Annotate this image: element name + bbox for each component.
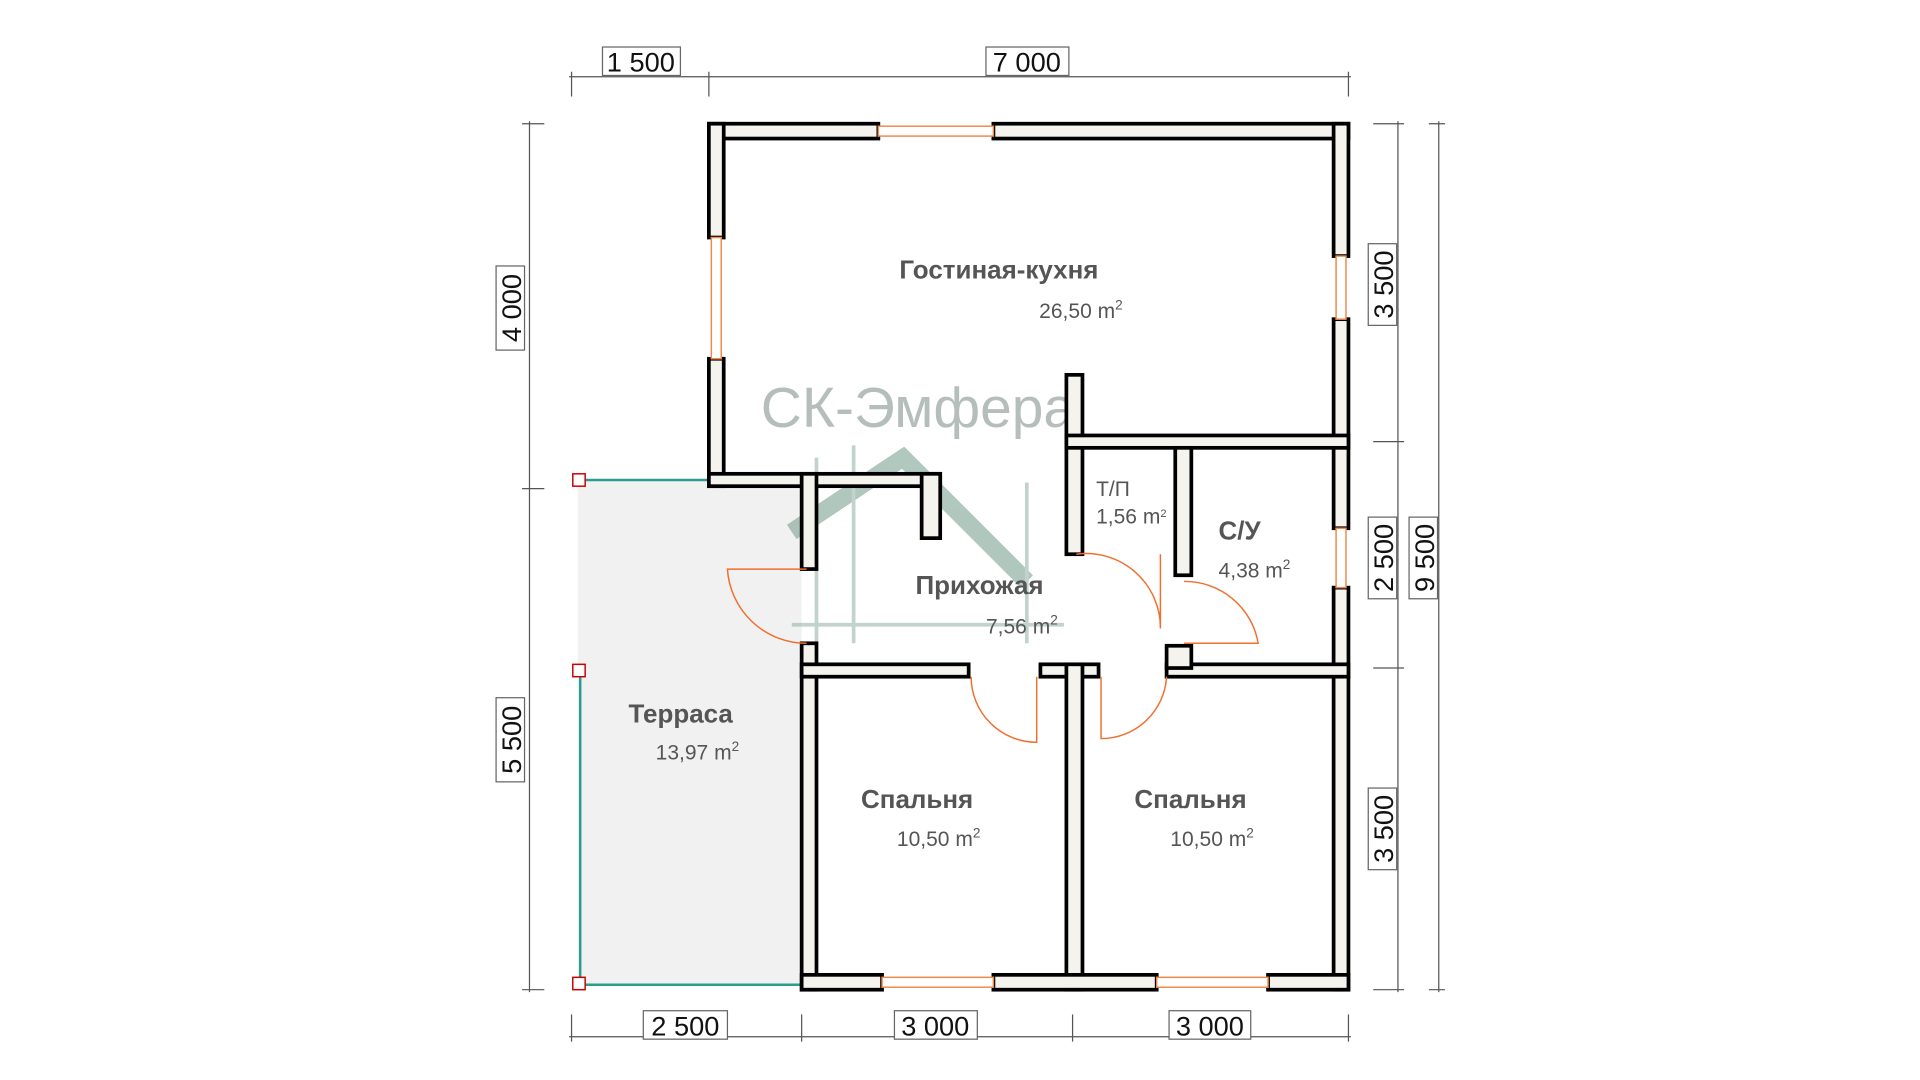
svg-text:3 500: 3 500 bbox=[1368, 795, 1399, 863]
windows bbox=[710, 125, 1347, 988]
dim-left-2: 5 500 bbox=[495, 697, 527, 783]
window-top bbox=[877, 125, 995, 137]
window-right-2 bbox=[1335, 527, 1347, 589]
window-left bbox=[710, 236, 722, 360]
dim-bottom-3: 3 000 bbox=[1168, 1010, 1252, 1041]
terrace-floor bbox=[577, 480, 802, 986]
dim-top-1: 1 500 bbox=[601, 46, 682, 78]
terrace-railing bbox=[578, 478, 802, 986]
room-name-terrace: Терраса bbox=[628, 698, 733, 728]
room-name-hallway: Прихожая bbox=[915, 570, 1043, 600]
room-area-bedroom-2: 10,50 m2 bbox=[1170, 826, 1254, 852]
dim-bottom-1: 2 500 bbox=[642, 1010, 729, 1041]
terrace-posts bbox=[572, 473, 586, 991]
dim-top-2: 7 000 bbox=[985, 46, 1070, 78]
dim-left-1: 4 000 bbox=[495, 265, 527, 351]
room-area-pantry: 1,56 m2 bbox=[1096, 505, 1166, 528]
svg-text:2 500: 2 500 bbox=[651, 1010, 719, 1041]
svg-text:1 500: 1 500 bbox=[607, 47, 675, 78]
room-name-living-kitchen: Гостиная-кухня bbox=[899, 254, 1098, 284]
dim-total-height: 9 500 bbox=[1408, 516, 1440, 600]
svg-text:5 500: 5 500 bbox=[496, 706, 527, 774]
window-bottom-1 bbox=[881, 976, 995, 988]
dim-right-1: 3 500 bbox=[1367, 243, 1399, 326]
room-name-bedroom-2: Спальня bbox=[1134, 784, 1246, 814]
room-name-bathroom: С/У bbox=[1219, 515, 1262, 545]
svg-text:3 000: 3 000 bbox=[901, 1010, 969, 1041]
doors bbox=[726, 552, 1260, 744]
dim-bottom-2: 3 000 bbox=[893, 1010, 978, 1041]
svg-text:9 500: 9 500 bbox=[1409, 524, 1440, 592]
dim-right-3: 3 500 bbox=[1367, 787, 1399, 871]
svg-text:2 500: 2 500 bbox=[1368, 524, 1399, 592]
window-bottom-2 bbox=[1155, 976, 1269, 988]
room-area-terrace: 13,97 m2 bbox=[656, 739, 740, 765]
room-name-pantry: Т/П bbox=[1096, 478, 1130, 501]
room-area-bedroom-1: 10,50 m2 bbox=[897, 826, 981, 852]
dim-right-2: 2 500 bbox=[1367, 516, 1399, 600]
window-right-1 bbox=[1335, 255, 1347, 320]
walls bbox=[707, 121, 1351, 992]
svg-text:3 500: 3 500 bbox=[1368, 250, 1399, 318]
room-area-hallway: 7,56 m2 bbox=[986, 613, 1058, 639]
room-area-living-kitchen: 26,50 m2 bbox=[1039, 297, 1123, 323]
room-name-bedroom-1: Спальня bbox=[861, 784, 973, 814]
watermark-text: СК-Эмфера bbox=[761, 376, 1076, 440]
svg-text:4 000: 4 000 bbox=[496, 274, 527, 342]
svg-text:7 000: 7 000 bbox=[993, 47, 1061, 78]
room-area-bathroom: 4,38 m2 bbox=[1219, 557, 1291, 583]
svg-text:3 000: 3 000 bbox=[1176, 1010, 1244, 1041]
